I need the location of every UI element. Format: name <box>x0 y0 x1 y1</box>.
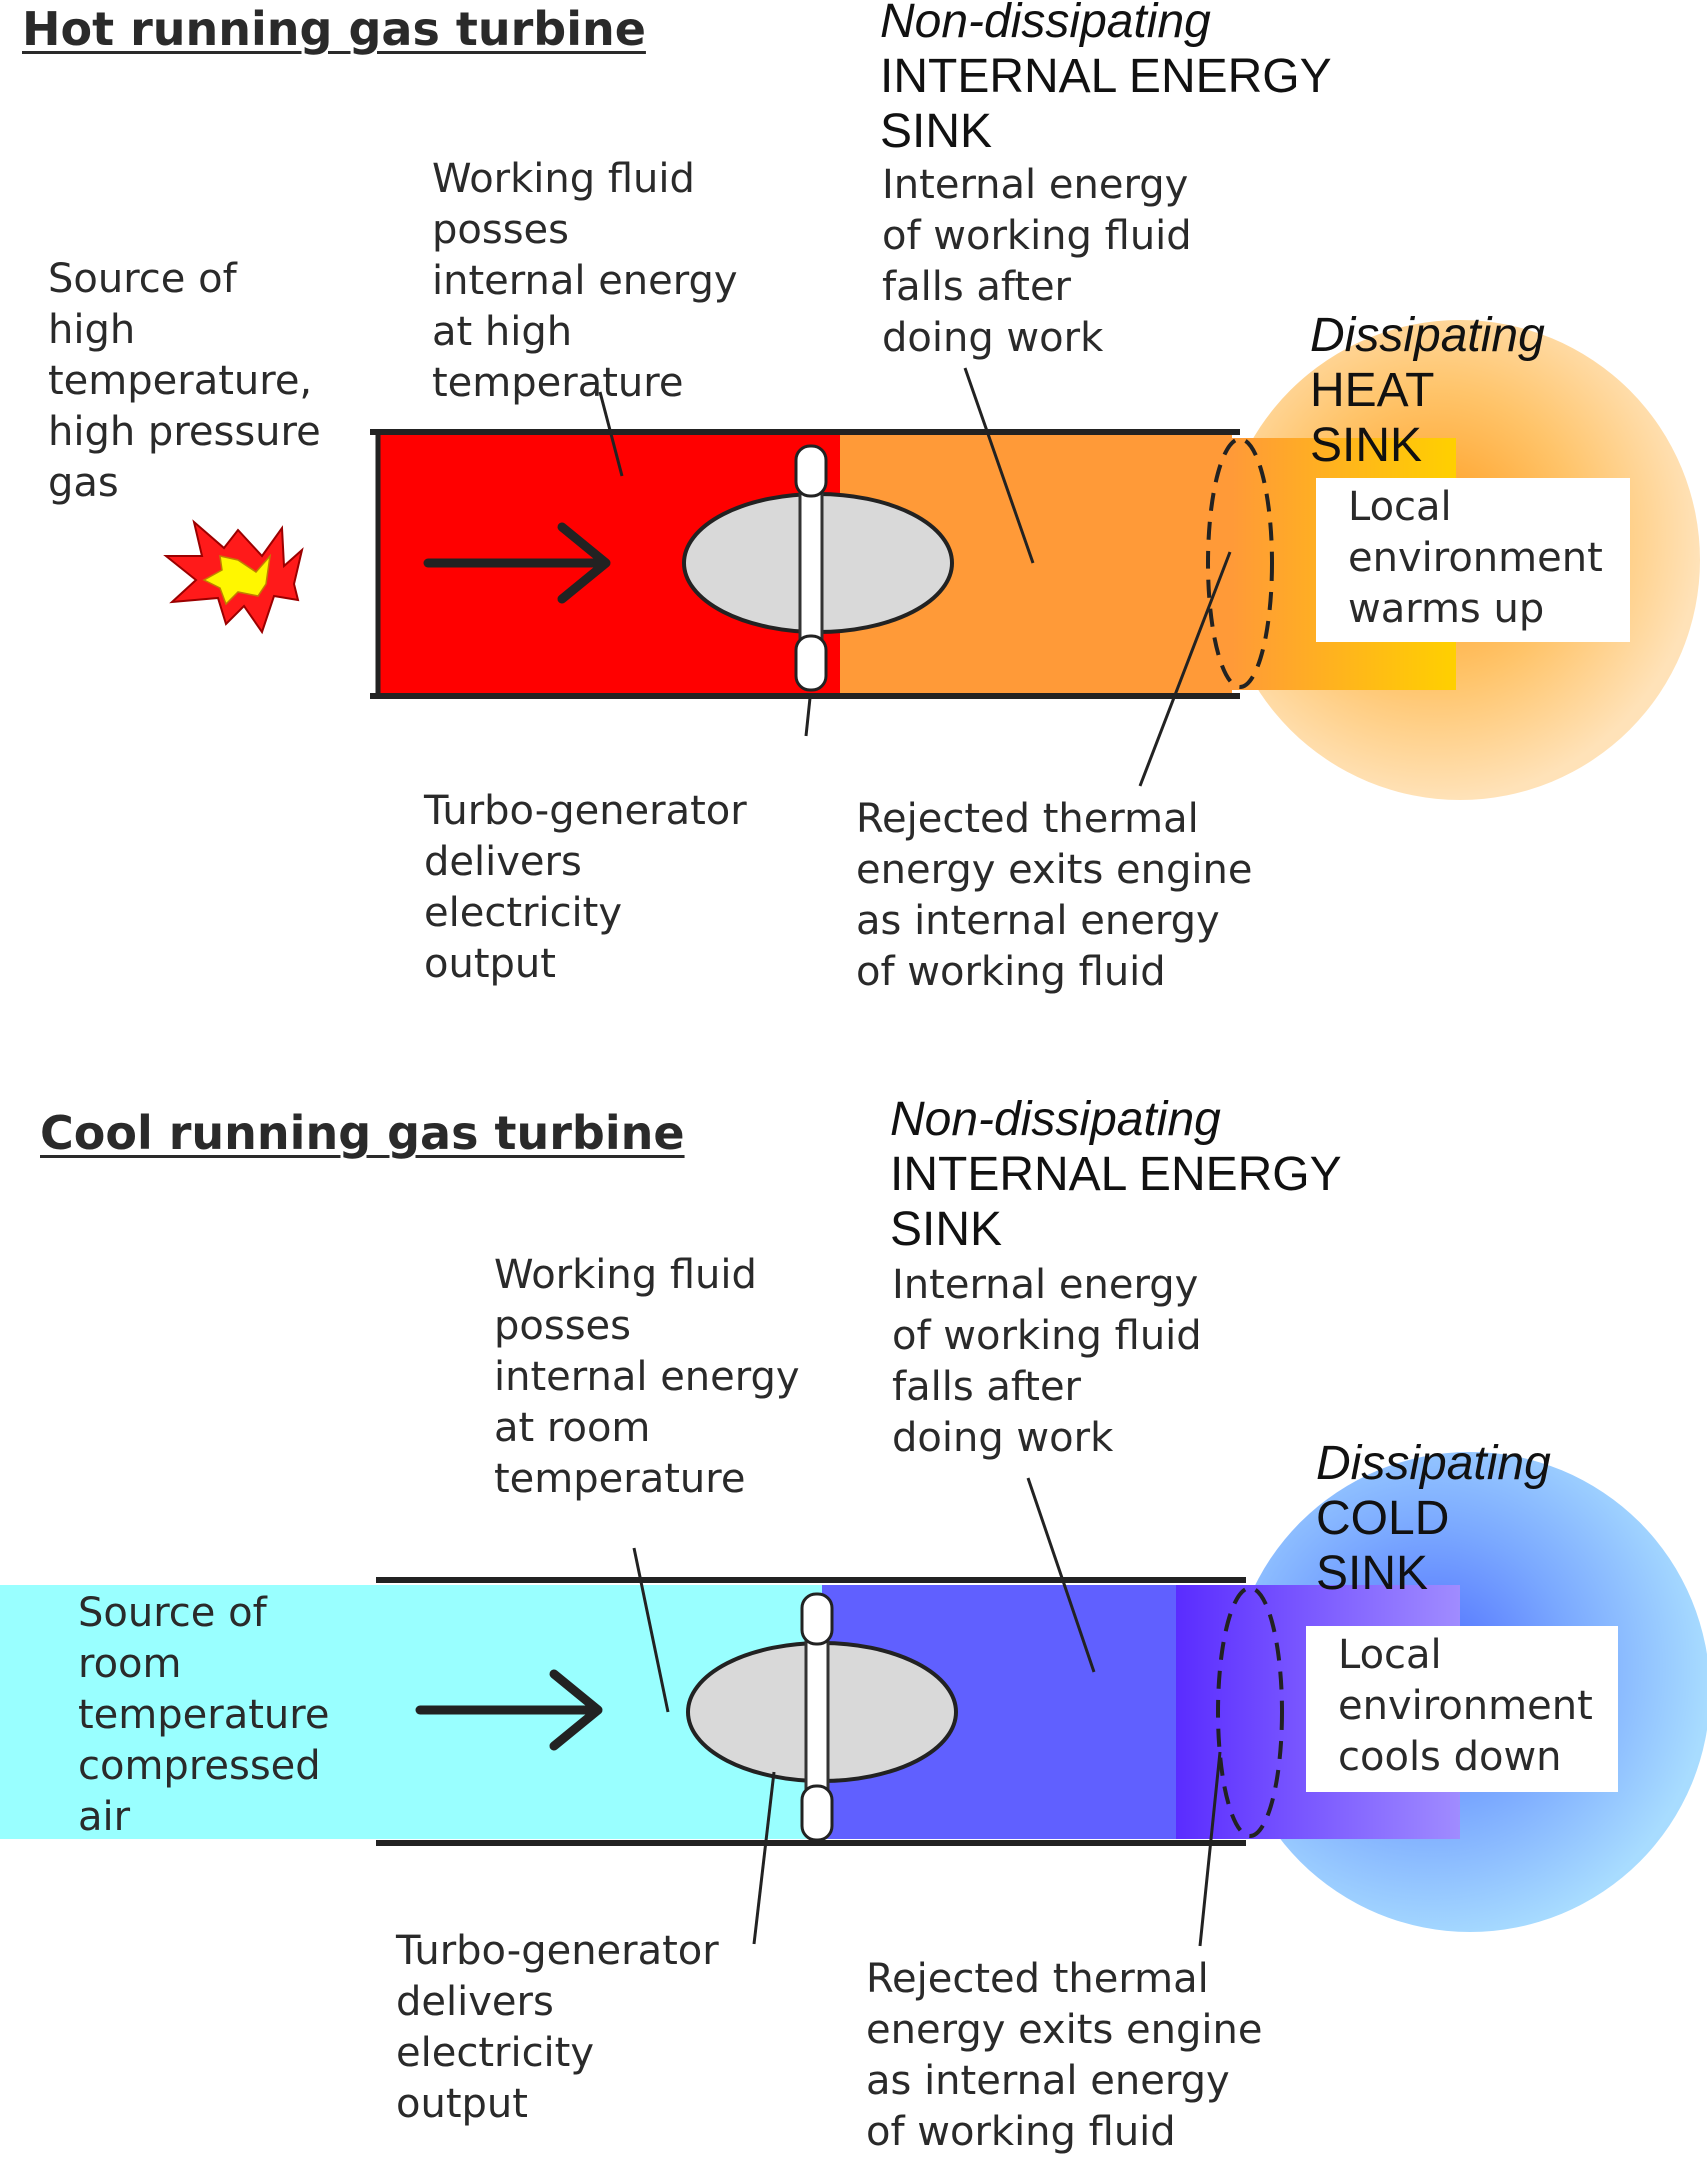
cool-source-label: Source of room temperature compressed ai… <box>78 1590 330 1840</box>
heat-sink-italic: Dissipating <box>1310 309 1545 362</box>
hot-exit-plane-ellipse <box>1206 437 1274 689</box>
cool-rotor-upper-blade <box>800 1592 834 1646</box>
hot-heading: Hot running gas turbine <box>22 2 646 56</box>
cool-internal-sink-italic: Non-dissipating <box>890 1093 1221 1146</box>
hot-rotor-lower-blade <box>794 634 828 692</box>
cool-internal-sink-upper: INTERNAL ENERGY SINK <box>890 1148 1342 1256</box>
heat-sink-upper: HEAT SINK <box>1310 364 1435 472</box>
cool-working-fluid-label: Working fluid posses internal energy at … <box>494 1252 800 1502</box>
hot-source-label: Source of high temperature, high pressur… <box>48 256 321 506</box>
cool-internal-energy-falls-label: Internal energy of working fluid falls a… <box>892 1262 1202 1461</box>
hot-turbine-rotor <box>682 444 954 692</box>
hot-leader-lines <box>598 367 1232 787</box>
cool-turbine-rotor <box>686 1592 958 1842</box>
cold-sink-italic: Dissipating <box>1316 1437 1551 1490</box>
cool-rejected-energy-label: Rejected thermal energy exits engine as … <box>866 1956 1263 2155</box>
cool-turbo-generator-label: Turbo-generator delivers electricity out… <box>396 1928 719 2127</box>
hot-turbine <box>163 320 1700 800</box>
cool-inlet-fluid <box>0 1585 822 1839</box>
heat-sink-title: Dissipating HEAT SINK <box>1310 308 1545 473</box>
hot-internal-sink-italic: Non-dissipating <box>880 0 1211 48</box>
cool-internal-energy-sink-title: Non-dissipating INTERNAL ENERGY SINK <box>890 1092 1342 1257</box>
hot-internal-energy-falls-label: Internal energy of working fluid falls a… <box>882 162 1192 361</box>
hot-working-fluid-label: Working fluid posses internal energy at … <box>432 156 738 406</box>
hot-turbo-generator-label: Turbo-generator delivers electricity out… <box>424 788 747 987</box>
cool-leader-lines <box>632 1477 1222 1947</box>
cool-exit-plane-ellipse <box>1216 1586 1284 1838</box>
cold-sink-title: Dissipating COLD SINK <box>1316 1436 1551 1601</box>
hot-rotor-upper-blade <box>794 444 828 498</box>
hot-flow-arrow-icon <box>423 522 611 604</box>
cool-rotor-lower-blade <box>800 1784 834 1842</box>
hot-rejected-energy-label: Rejected thermal energy exits engine as … <box>856 796 1253 995</box>
hot-internal-energy-sink-title: Non-dissipating INTERNAL ENERGY SINK <box>880 0 1332 159</box>
cold-sink-upper: COLD SINK <box>1316 1492 1450 1600</box>
hot-internal-sink-upper: INTERNAL ENERGY SINK <box>880 50 1332 158</box>
cool-environment-box: Local environment cools down <box>1306 1626 1618 1792</box>
explosion-icon <box>163 519 304 635</box>
hot-environment-box: Local environment warms up <box>1316 478 1630 642</box>
cool-heading: Cool running gas turbine <box>40 1106 685 1160</box>
cool-flow-arrow-icon <box>415 1669 603 1751</box>
